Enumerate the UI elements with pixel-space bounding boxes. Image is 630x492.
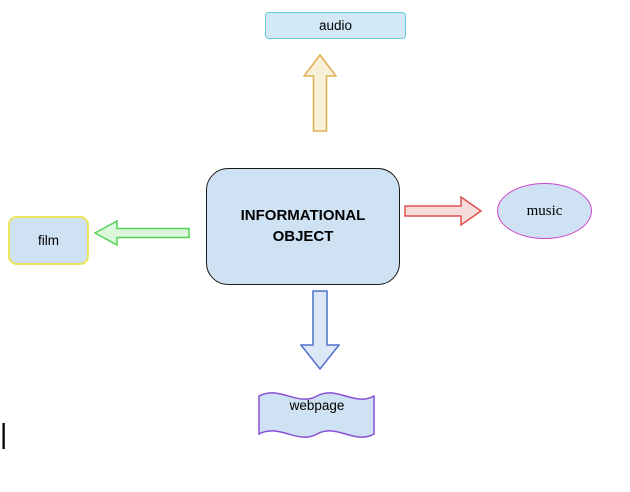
- node-audio-label: audio: [318, 18, 353, 33]
- node-informational-object-label: INFORMATIONAL OBJECT: [240, 207, 366, 245]
- node-informational-object: INFORMATIONAL OBJECT: [206, 168, 400, 285]
- node-film: film: [8, 216, 89, 265]
- node-film-label: film: [38, 233, 59, 248]
- node-audio: audio: [265, 12, 406, 39]
- arrow-left-icon: [94, 220, 190, 246]
- text-cursor-artifact: |: [0, 418, 8, 449]
- arrow-up-shape: [303, 54, 337, 132]
- arrow-down-icon: [300, 290, 340, 370]
- arrow-left-shape: [94, 220, 190, 246]
- arrow-right-shape: [404, 196, 482, 226]
- arrow-right-icon: [404, 196, 482, 226]
- node-webpage-shape: [258, 392, 375, 438]
- node-music: music: [497, 183, 592, 239]
- arrow-up-icon: [303, 54, 337, 132]
- node-webpage: [258, 392, 375, 438]
- node-webpage-label: webpage: [289, 398, 345, 413]
- node-music-label: music: [526, 202, 563, 219]
- arrow-down-shape: [300, 290, 340, 370]
